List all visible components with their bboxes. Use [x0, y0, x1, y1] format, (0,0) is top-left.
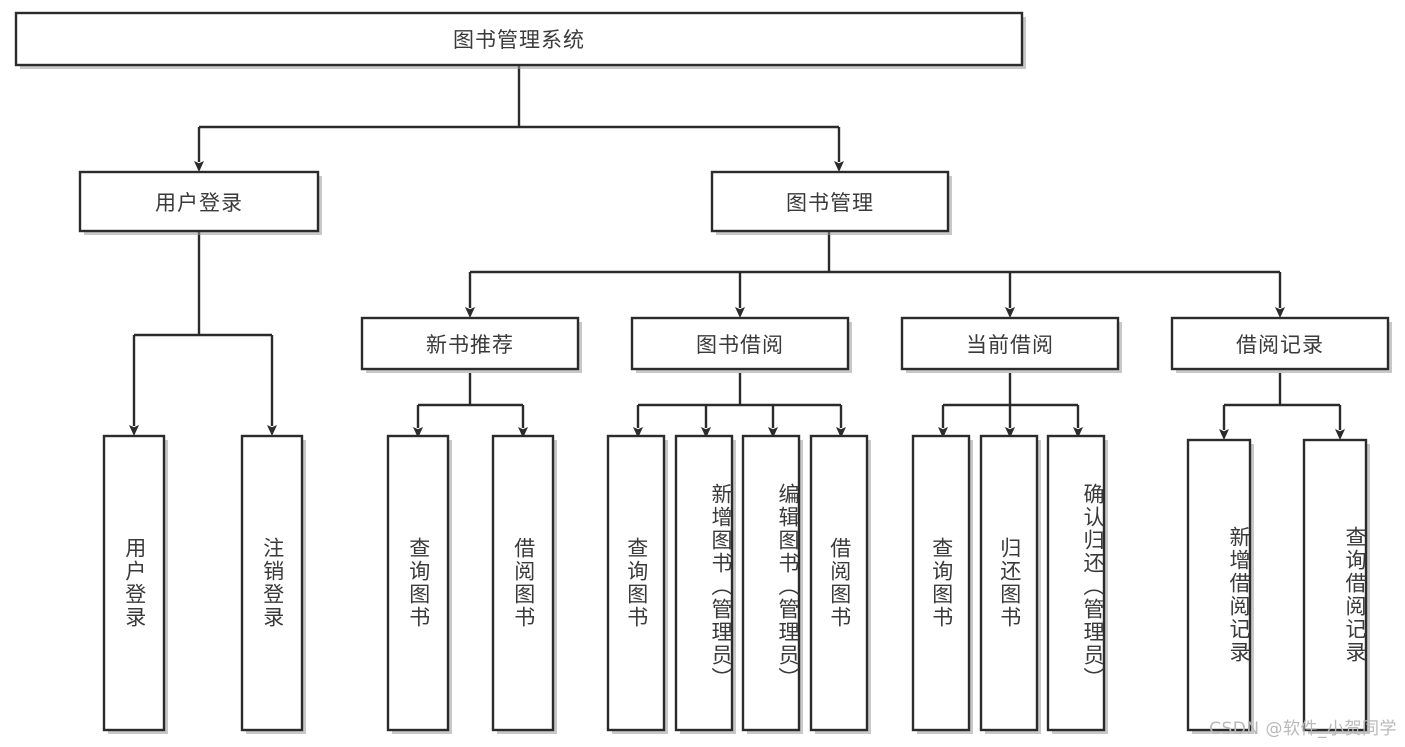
node-book-borrow[interactable]	[630, 316, 850, 371]
node-new-book-recommend[interactable]	[360, 316, 580, 371]
edge-layer	[129, 65, 1345, 440]
node-leaf-borrow-edit[interactable]	[741, 434, 801, 732]
node-leaf-borrow-lend[interactable]	[809, 434, 869, 732]
node-leaf-current-query[interactable]	[911, 434, 971, 732]
node-leaf-records-query[interactable]	[1302, 438, 1368, 732]
node-leaf-current-confirm[interactable]	[1046, 434, 1106, 732]
node-leaf-borrow-query[interactable]	[606, 434, 666, 732]
node-leaf-borrow-add[interactable]	[674, 434, 734, 732]
node-layer	[14, 11, 1392, 734]
node-user-login[interactable]	[78, 170, 320, 233]
node-leaf-newbook-query[interactable]	[386, 434, 450, 732]
node-leaf-records-add[interactable]	[1186, 438, 1252, 732]
node-current-borrow[interactable]	[900, 316, 1120, 371]
node-book-management[interactable]	[710, 170, 950, 233]
csdn-watermark: CSDN @软件_小贺同学	[1209, 719, 1397, 739]
node-root[interactable]	[14, 11, 1024, 67]
node-leaf-current-return[interactable]	[979, 434, 1039, 732]
node-leaf-user-login[interactable]	[102, 434, 166, 732]
node-leaf-newbook-borrow[interactable]	[491, 434, 555, 732]
node-leaf-user-logout[interactable]	[240, 434, 304, 732]
node-borrow-records[interactable]	[1170, 316, 1390, 371]
